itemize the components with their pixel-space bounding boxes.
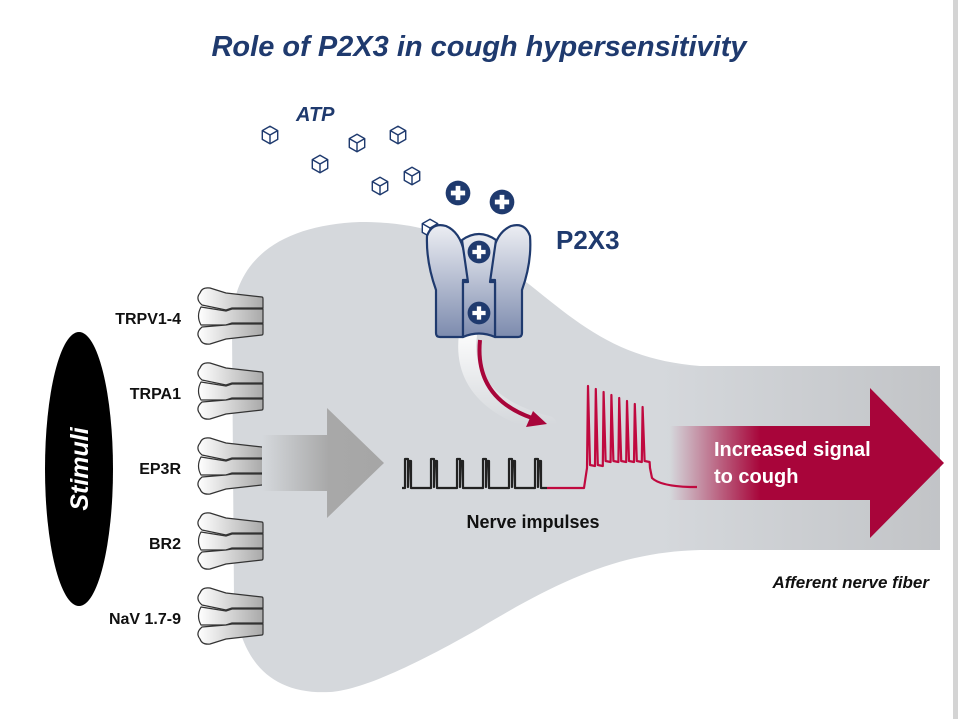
- afferent-fiber-label: Afferent nerve fiber: [771, 573, 930, 592]
- receptor-trpa1: [197, 362, 264, 420]
- stimuli-label: Stimuli: [66, 426, 94, 510]
- slide-edge: [953, 0, 958, 719]
- cell-body: [231, 222, 941, 693]
- cube-icon: [389, 125, 407, 145]
- receptor-ep3r: [197, 437, 264, 495]
- input-arrow: [262, 408, 384, 518]
- cube-icon: [371, 176, 389, 196]
- cube-icon: [348, 133, 366, 153]
- p2x3-label: P2X3: [556, 225, 620, 255]
- cube-icon: [261, 125, 279, 145]
- signal-arrow: [477, 339, 533, 420]
- burst-impulse-trace: [547, 384, 697, 490]
- p2x3-channel: [425, 224, 532, 339]
- plus-circle-icon: [489, 189, 515, 215]
- receptor-label: EP3R: [139, 461, 181, 478]
- receptor-nav: [197, 587, 264, 645]
- output-arrow: [670, 388, 944, 538]
- output-arrow-line1: Increased signal: [714, 439, 871, 461]
- stimuli-ellipse: [45, 332, 113, 606]
- signal-trail: [458, 326, 557, 434]
- receptor-label: TRPA1: [130, 386, 181, 403]
- atp-molecules: [261, 125, 439, 238]
- receptor-label: TRPV1-4: [115, 311, 181, 328]
- atp-label: ATP: [295, 104, 335, 126]
- cube-icon: [403, 166, 421, 186]
- page-title: Role of P2X3 in cough hypersensitivity: [211, 31, 748, 63]
- receptor-label: NaV 1.7-9: [109, 611, 181, 628]
- plus-circle-icon: [467, 301, 491, 325]
- cube-icon: [311, 154, 329, 174]
- signal-arrowhead: [526, 411, 547, 427]
- receptor-br2: [197, 512, 264, 570]
- receptor-label: BR2: [149, 536, 181, 553]
- output-arrow-line2: to cough: [714, 466, 798, 488]
- plus-circle-icon: [445, 180, 471, 206]
- baseline-impulse-trace: [402, 457, 547, 490]
- receptor-trpv1-4: [197, 287, 264, 345]
- plus-circle-icon: [467, 240, 491, 264]
- nerve-impulses-label: Nerve impulses: [466, 512, 599, 532]
